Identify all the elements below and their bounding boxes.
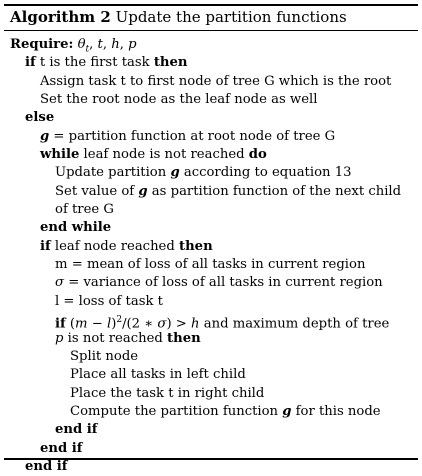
line-text: Set value of: [55, 183, 139, 199]
line-text: t: [85, 44, 90, 55]
line-text: leaf node reached: [50, 238, 179, 254]
line-text: ,: [102, 37, 112, 52]
line-text: p: [128, 37, 137, 52]
line-text: σ: [157, 316, 167, 332]
keyword: end if: [40, 440, 83, 456]
algorithm-line: Set value of g as partition function of …: [10, 183, 418, 201]
algorithm-caption: Algorithm 2 Update the partition functio…: [10, 8, 347, 27]
line-text: 2: [116, 315, 123, 326]
algorithm-line: while leaf node is not reached do: [10, 146, 418, 164]
keyword: if: [40, 238, 51, 254]
algorithm-line: if (m − l)2/(2 ∗ σ) > h and maximum dept…: [10, 311, 418, 332]
line-text: h: [111, 37, 120, 52]
line-text: g: [282, 403, 292, 419]
top-rule: [4, 4, 418, 6]
algorithm-line: Split node: [10, 348, 418, 366]
line-text: according to equation 13: [179, 165, 352, 181]
line-text: t is the first task: [35, 55, 154, 71]
keyword: end if: [55, 422, 98, 438]
line-text: p: [55, 330, 64, 346]
line-text: /(2 ∗: [122, 316, 158, 332]
algorithm-title: Update the partition functions: [115, 8, 347, 26]
line-text: ,: [119, 37, 129, 52]
line-text: of tree G: [55, 202, 114, 218]
line-text: m = mean of loss of all tasks in current…: [55, 257, 366, 273]
keyword: then: [153, 55, 188, 71]
algorithm-line: Assign task t to first node of tree G wh…: [10, 73, 418, 91]
algorithm-line: end if: [10, 440, 418, 458]
algorithm-line: else: [10, 109, 418, 127]
keyword: do: [248, 147, 267, 163]
algorithm-line: g = partition function at root node of t…: [10, 128, 418, 146]
algorithm-label: Algorithm 2: [10, 8, 111, 26]
line-text: for this node: [291, 403, 381, 419]
line-text: σ: [55, 275, 65, 291]
line-text: θ: [77, 37, 86, 52]
algorithm-line: if t is the first task then: [10, 54, 418, 72]
line-text: −: [87, 316, 107, 332]
line-text: l: [106, 316, 112, 332]
keyword: if: [25, 55, 36, 71]
line-text: ): [111, 316, 117, 332]
line-text: m: [75, 316, 88, 332]
line-text: ,: [89, 37, 98, 52]
line-text: Place the task t in right child: [70, 385, 265, 401]
algorithm-line: end if: [10, 458, 418, 476]
line-text: and maximum depth of tree: [199, 316, 390, 332]
line-text: g: [170, 165, 180, 181]
line-text: (: [65, 316, 76, 332]
algorithm-line: end if: [10, 421, 418, 439]
line-text: g: [138, 183, 148, 199]
keyword: end while: [40, 220, 112, 236]
line-text: Set the root node as the leaf node as we…: [40, 92, 318, 108]
line-text: Split node: [70, 348, 139, 364]
algorithm-line: p is not reached then: [10, 330, 418, 348]
line-text: t: [97, 37, 103, 52]
algorithm-line: Require: θt, t, h, p: [10, 36, 418, 55]
line-text: g: [40, 128, 50, 144]
line-text: ) >: [166, 316, 192, 332]
caption-rule: [4, 30, 418, 31]
keyword: end if: [25, 458, 68, 474]
keyword: then: [179, 238, 213, 254]
bottom-rule: [4, 458, 418, 460]
line-text: Compute the partition function: [70, 403, 283, 419]
algorithm-box: Algorithm 2 Update the partition functio…: [4, 4, 418, 474]
line-text: = variance of loss of all tasks in curre…: [64, 275, 383, 291]
algorithm-line: σ = variance of loss of all tasks in cur…: [10, 274, 418, 292]
algorithm-line: Update partition g according to equation…: [10, 164, 418, 182]
algorithm-line: Compute the partition function g for thi…: [10, 403, 418, 421]
line-text: h: [191, 316, 200, 332]
line-text: is not reached: [63, 330, 168, 346]
line-text: = partition function at root node of tre…: [49, 128, 336, 144]
line-text: Place all tasks in left child: [70, 367, 246, 383]
line-text: Assign task t to first node of tree G wh…: [40, 73, 392, 89]
keyword: then: [167, 330, 201, 346]
algorithm-line: l = loss of task t: [10, 293, 418, 311]
line-text: as partition function of the next child: [147, 183, 402, 199]
algorithm-line: Place all tasks in left child: [10, 366, 418, 384]
algorithm-line: Set the root node as the leaf node as we…: [10, 91, 418, 109]
line-text: l = loss of task t: [55, 293, 163, 309]
keyword: while: [40, 147, 80, 163]
algorithm-line: end while: [10, 219, 418, 237]
line-text: leaf node is not reached: [79, 147, 249, 163]
algorithm-line: Place the task t in right child: [10, 385, 418, 403]
keyword: if: [55, 316, 66, 332]
algorithm-line: m = mean of loss of all tasks in current…: [10, 256, 418, 274]
algorithm-line: of tree G: [10, 201, 418, 219]
keyword: else: [25, 110, 55, 126]
keyword: Require:: [10, 37, 74, 52]
algorithm-line: if leaf node reached then: [10, 238, 418, 256]
line-text: Update partition: [55, 165, 171, 181]
